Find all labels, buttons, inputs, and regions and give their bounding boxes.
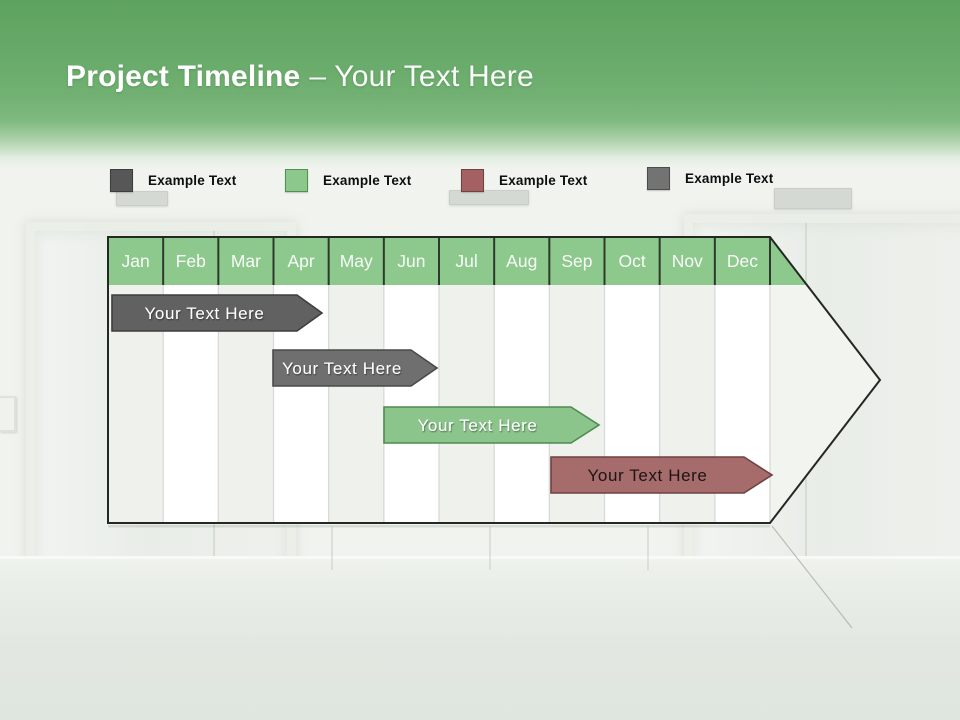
month-label: Feb <box>176 251 206 271</box>
legend-swatch <box>647 166 670 190</box>
timeline-arrow-outline <box>107 236 882 524</box>
timeline-bar <box>272 349 439 387</box>
timeline-bar-label: Your Text Here <box>145 304 265 323</box>
month-column <box>439 285 495 523</box>
month-label: Oct <box>618 251 645 271</box>
legend-label: Example Text <box>499 172 588 188</box>
timeline-bar-label: Your Text Here <box>418 416 538 435</box>
legend-swatch <box>285 168 308 192</box>
legend-item: Example Text <box>110 168 236 192</box>
month-column <box>494 285 550 523</box>
month-column <box>383 285 439 523</box>
title-light: – Your Text Here <box>309 60 534 93</box>
month-label: Mar <box>231 251 261 271</box>
arrow-reflection <box>771 525 853 629</box>
timeline-bar <box>111 294 324 332</box>
month-label: Nov <box>672 251 703 271</box>
legend-item: Example Text <box>647 166 773 190</box>
month-label: Jun <box>397 251 425 271</box>
page-title: Project Timeline– Your Text Here <box>66 60 906 94</box>
legend-item: Example Text <box>285 168 411 192</box>
legend-label: Example Text <box>685 170 774 186</box>
month-label: Apr <box>287 251 314 271</box>
month-label: Dec <box>727 251 758 271</box>
title-bold: Project Timeline <box>66 60 301 93</box>
month-label: Sep <box>561 251 592 271</box>
timeline-bar-label: Your Text Here <box>282 359 402 378</box>
door-sign <box>449 190 529 205</box>
light-switch <box>0 396 16 432</box>
floor <box>0 556 960 720</box>
legend-swatch <box>461 168 484 192</box>
door-sign <box>774 188 852 209</box>
legend-label: Example Text <box>323 172 412 188</box>
month-label: Jul <box>455 251 477 271</box>
legend-swatch <box>110 168 133 192</box>
month-column <box>328 285 384 523</box>
timeline-bar <box>550 456 774 494</box>
chart-shadow <box>108 525 770 528</box>
month-label: Aug <box>506 251 537 271</box>
legend-item: Example Text <box>461 168 587 192</box>
timeline-bar <box>383 406 601 444</box>
door-sign <box>116 191 168 206</box>
month-label: Jan <box>121 251 149 271</box>
month-label: May <box>340 251 373 271</box>
legend-label: Example Text <box>148 172 237 188</box>
green-header-band <box>0 0 960 168</box>
timeline-bar-label: Your Text Here <box>588 466 708 485</box>
